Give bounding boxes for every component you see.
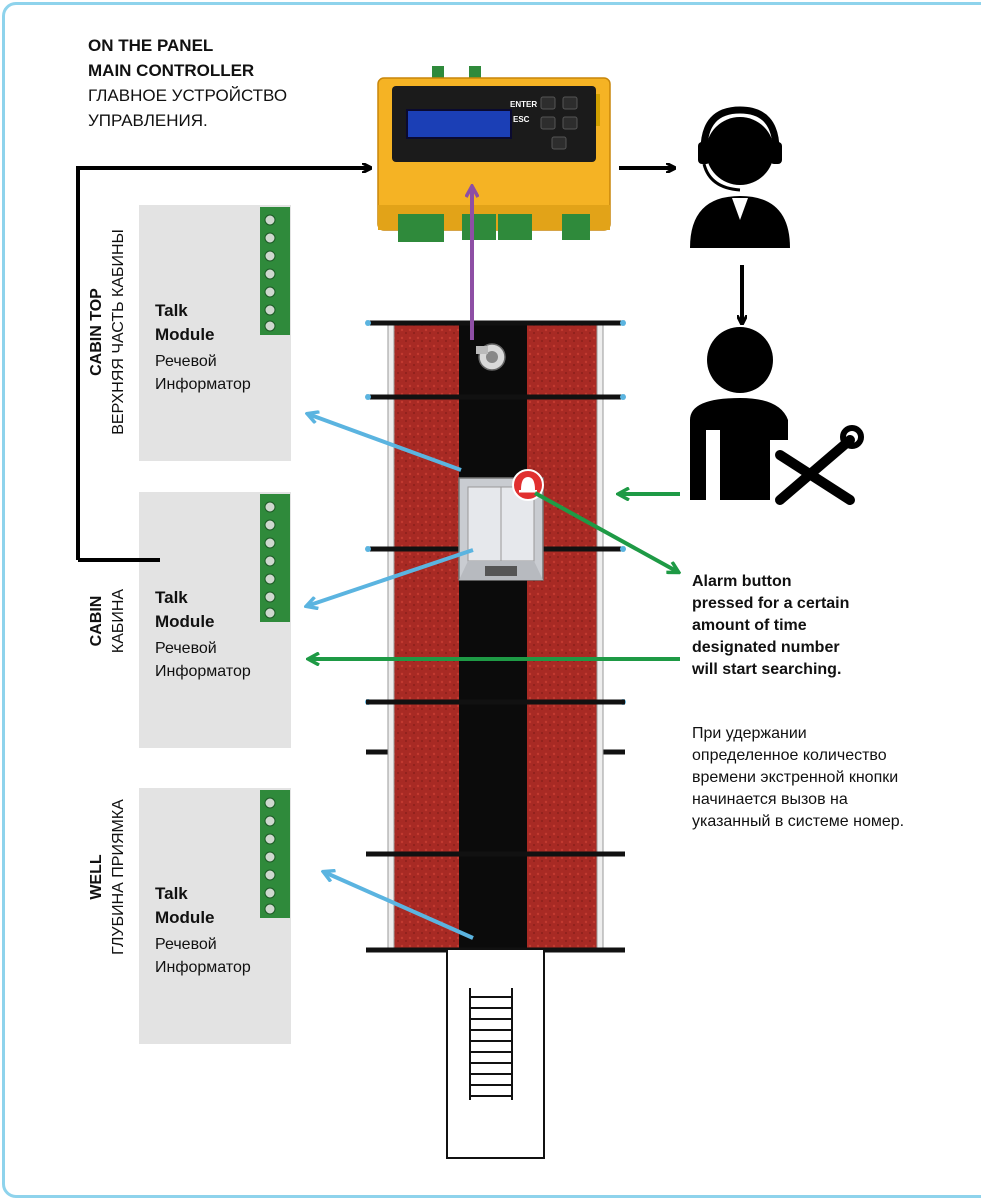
panel-title-line1: ON THE PANEL: [88, 36, 214, 55]
module-ru-line2: Информатор: [155, 959, 251, 976]
module-link-arrows: [307, 414, 474, 940]
terminal-strip-icon: [260, 790, 290, 918]
module-ru-line1: Речевой: [155, 640, 217, 657]
module-ru: Речевой Информатор: [155, 350, 251, 396]
module-title: Talk Module: [155, 299, 215, 347]
alarm-ru-line: определенное количество: [692, 747, 887, 764]
connection-lines: [76, 168, 742, 562]
main-controller-icon: ENTER ESC: [377, 66, 611, 242]
alarm-description: Alarm button pressed for a certain amoun…: [692, 571, 849, 681]
module-title-line1: Talk: [155, 588, 188, 607]
pit-ladder-icon: [446, 950, 545, 1159]
elevator-shaft-lower: [366, 699, 625, 953]
module-title: Talk Module: [155, 586, 215, 634]
alarm-line: will start searching.: [692, 661, 842, 678]
panel-title-line2: MAIN CONTROLLER: [88, 61, 255, 80]
panel-title: ON THE PANEL MAIN CONTROLLER: [88, 33, 254, 83]
operator-headset-icon: [690, 106, 790, 248]
alarm-line: designated number: [692, 639, 840, 656]
alarm-ru-line: При удержании: [692, 725, 807, 742]
panel-ru-line2: УПРАВЛЕНИЯ.: [88, 111, 208, 130]
terminal-strip-icon: [260, 494, 290, 622]
panel-title-ru: ГЛАВНОЕ УСТРОЙСТВО УПРАВЛЕНИЯ.: [88, 83, 287, 133]
module-title-line1: Talk: [155, 301, 188, 320]
alarm-ru-line: времени экстренной кнопки: [692, 769, 899, 786]
module-title-line2: Module: [155, 612, 215, 631]
alarm-line: Alarm button: [692, 573, 792, 590]
terminal-strip-icon: [260, 207, 290, 335]
alarm-line: amount of time: [692, 617, 807, 634]
cabin-top-device-icon: [476, 343, 506, 371]
module-ru: Речевой Информатор: [155, 933, 251, 979]
module-ru-line2: Информатор: [155, 376, 251, 393]
panel-ru-line1: ГЛАВНОЕ УСТРОЙСТВО: [88, 86, 288, 105]
enter-label: ENTER: [510, 100, 537, 109]
module-title: Talk Module: [155, 882, 215, 930]
alarm-ru-line: начинается вызов на: [692, 791, 848, 808]
module-ru-line1: Речевой: [155, 353, 217, 370]
alarm-ru-line: указанный в системе номер.: [692, 813, 905, 830]
esc-label: ESC: [513, 115, 530, 124]
module-ru-line2: Информатор: [155, 663, 251, 680]
module-ru: Речевой Информатор: [155, 637, 251, 683]
technician-tools-icon: [690, 327, 864, 505]
alarm-line: pressed for a certain: [692, 595, 850, 612]
module-ru-line1: Речевой: [155, 936, 217, 953]
module-title-line2: Module: [155, 325, 215, 344]
alarm-arrows: [309, 493, 680, 659]
module-title-line2: Module: [155, 908, 215, 927]
module-title-line1: Talk: [155, 884, 188, 903]
alarm-description-ru: При удержании определенное количество вр…: [692, 723, 904, 833]
